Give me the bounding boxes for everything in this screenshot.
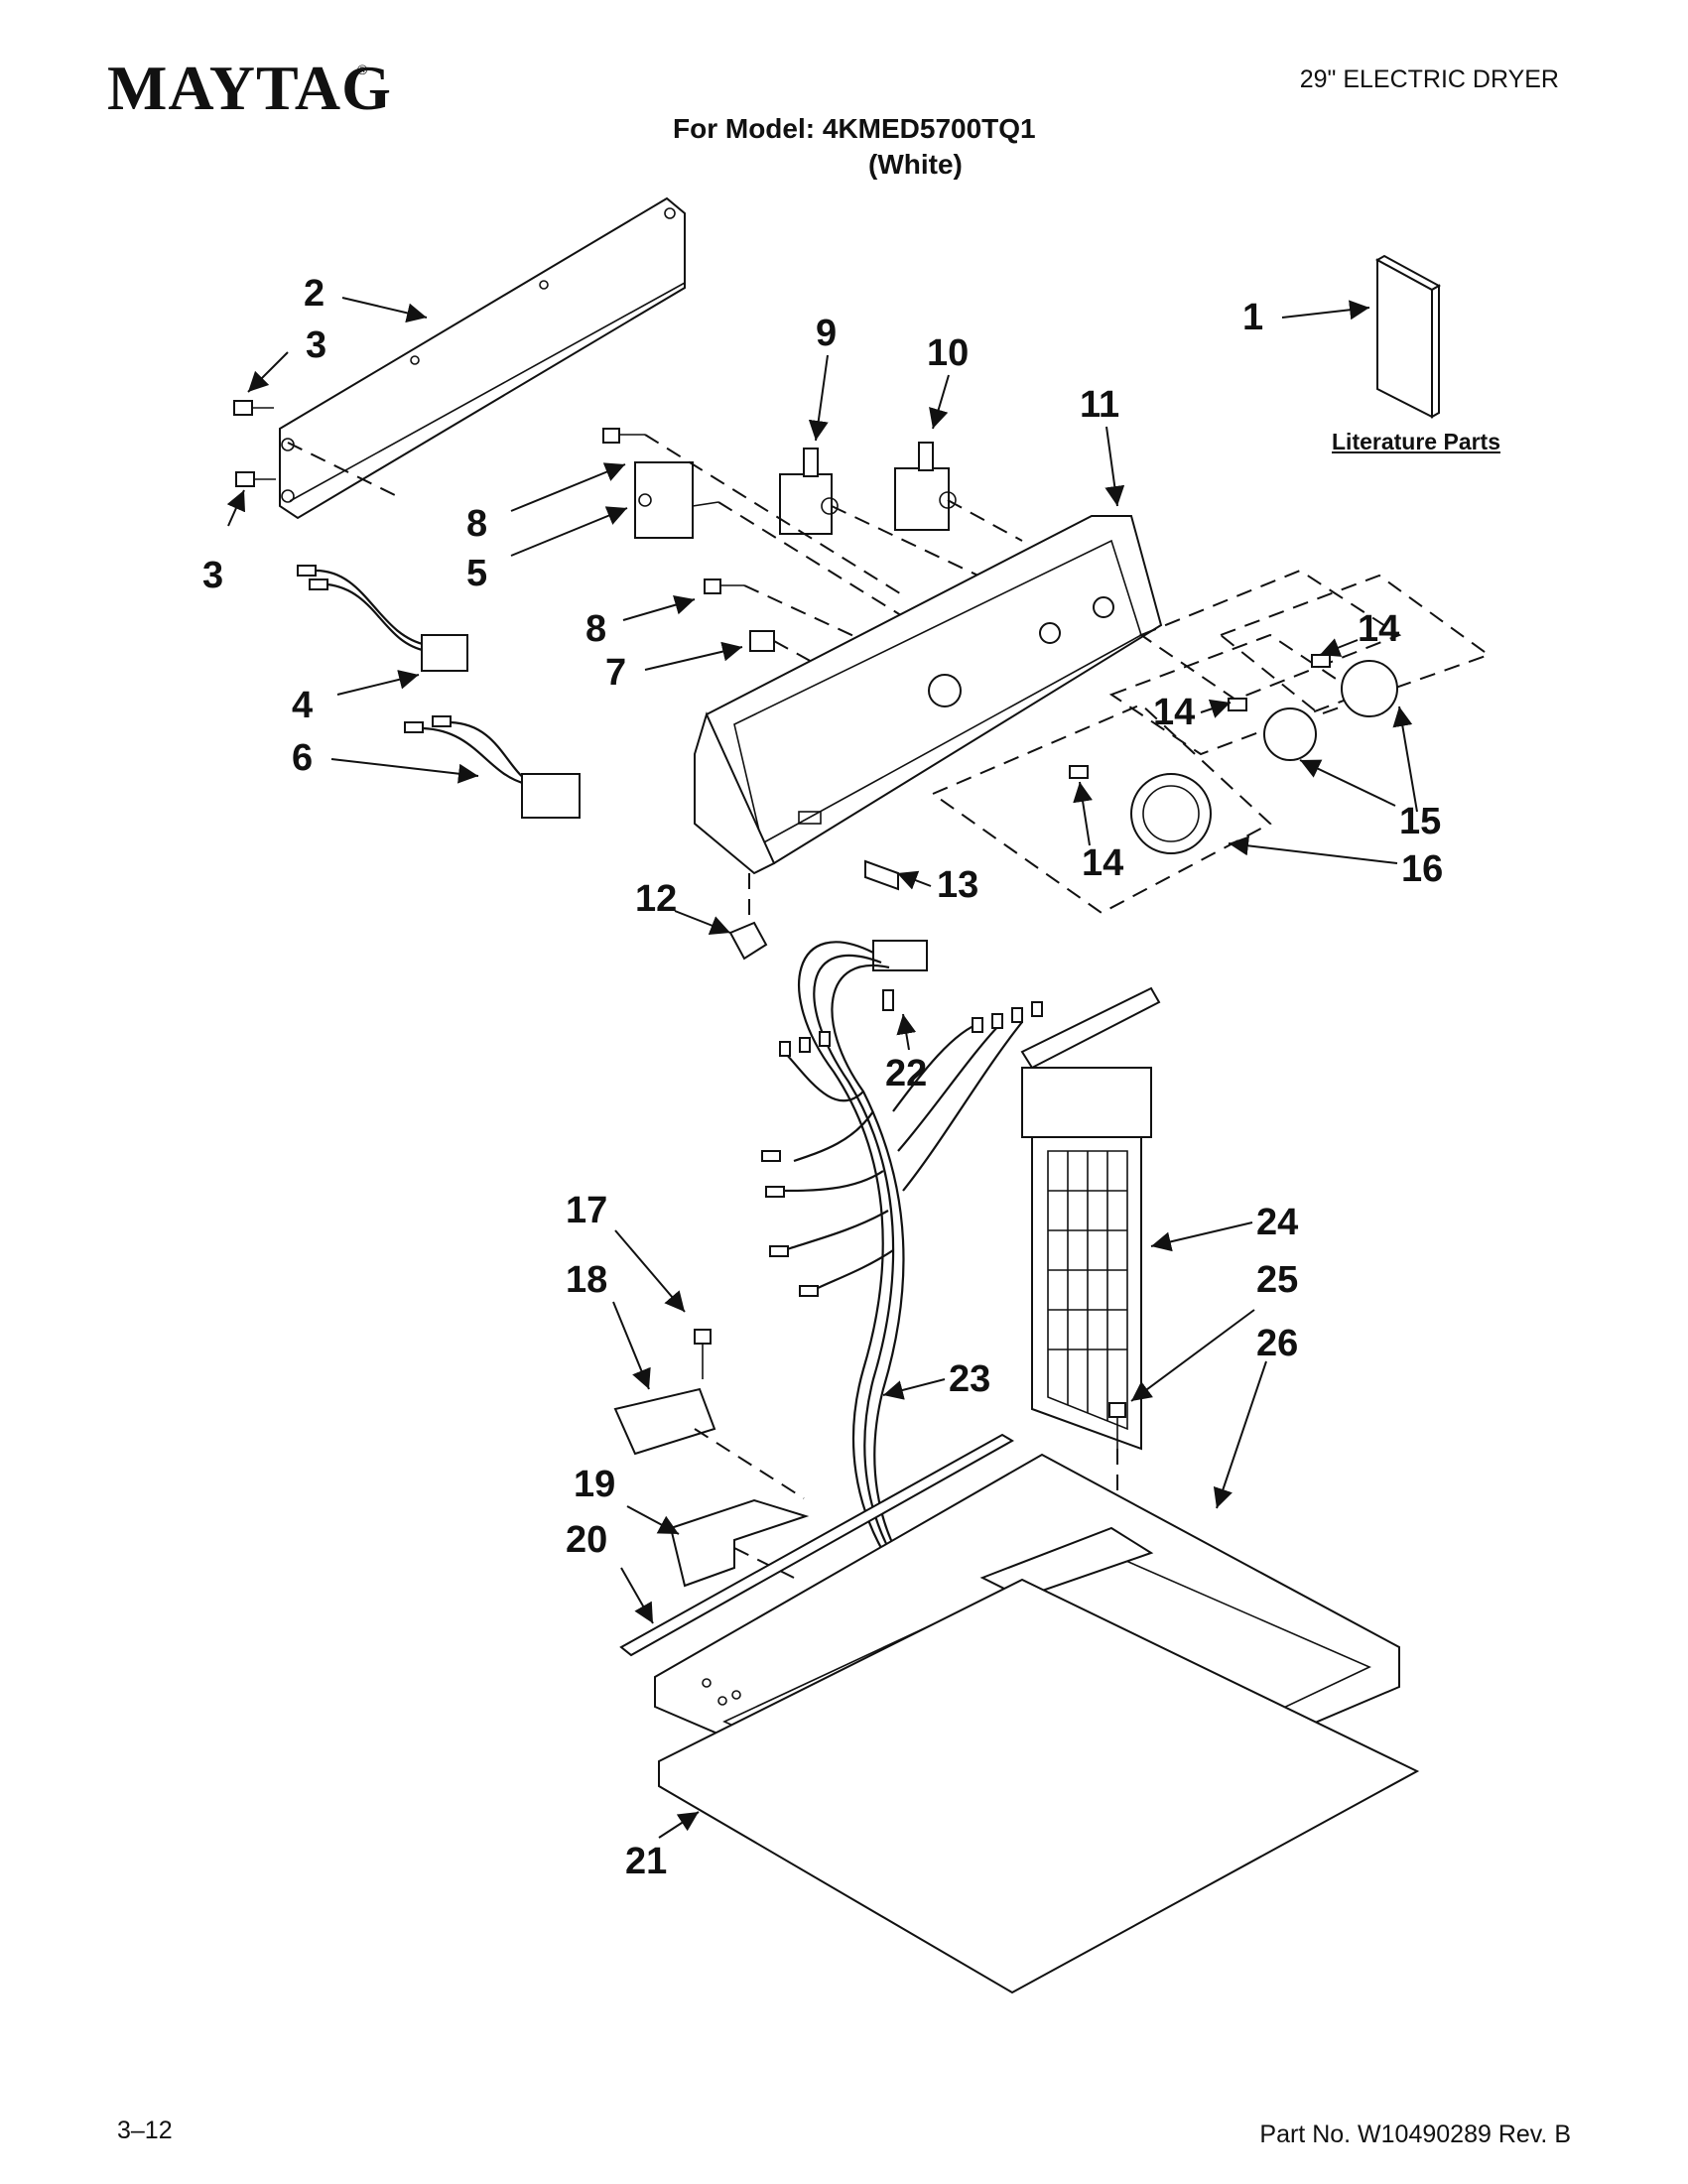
bracket-18 <box>613 1387 716 1456</box>
callout-19: 19 <box>574 1464 615 1505</box>
knob-small-left <box>1263 707 1317 761</box>
screw-3b <box>235 471 276 487</box>
color-line: (White) <box>868 149 963 180</box>
knob-small-right <box>1341 660 1398 717</box>
main-wire-harness <box>761 940 1043 1579</box>
guide-line <box>694 1428 805 1499</box>
lens <box>749 630 775 652</box>
wire-harness-4 <box>297 565 468 672</box>
callout-4: 4 <box>292 685 313 726</box>
screw-3a <box>233 400 274 416</box>
callout-9: 9 <box>816 313 837 354</box>
callout-18: 18 <box>566 1259 607 1301</box>
callout-leaders <box>226 297 1418 1839</box>
callout-14c: 14 <box>1082 842 1123 884</box>
callout-20: 20 <box>566 1519 607 1561</box>
callout-3a: 3 <box>306 324 326 366</box>
document-title: 29" ELECTRIC DRYER <box>1299 65 1559 93</box>
literature-parts-label: Literature Parts <box>1332 429 1501 454</box>
wire-harness-6 <box>404 715 581 819</box>
model-label <box>864 859 899 891</box>
callout-14b: 14 <box>1153 692 1195 733</box>
callout-7: 7 <box>605 652 626 694</box>
callout-2: 2 <box>304 273 325 315</box>
seal-strip-20 <box>619 1433 1014 1657</box>
guide-line <box>947 499 1023 542</box>
callout-21: 21 <box>625 1841 667 1882</box>
guide-line <box>743 584 874 646</box>
timer-switch <box>634 461 719 539</box>
control-console <box>694 515 1163 875</box>
page-number: 3–12 <box>117 2117 173 2144</box>
base-panel <box>658 1578 1420 1994</box>
switch-10 <box>894 442 957 531</box>
callout-13: 13 <box>937 864 978 906</box>
callout-22: 22 <box>885 1053 927 1094</box>
callout-15: 15 <box>1399 801 1441 842</box>
callout-26: 26 <box>1256 1323 1298 1364</box>
callout-24: 24 <box>1256 1202 1298 1243</box>
callout-25: 25 <box>1256 1259 1298 1301</box>
rear-panel-bracket <box>279 196 686 520</box>
callout-3b: 3 <box>202 555 223 596</box>
screw-8b <box>704 578 744 594</box>
guide-line <box>287 442 398 497</box>
callout-16: 16 <box>1401 848 1443 890</box>
guide-line <box>717 501 934 636</box>
callout-11: 11 <box>1080 384 1119 426</box>
shield-19 <box>669 1498 810 1588</box>
callout-23: 23 <box>949 1358 990 1400</box>
screw-8a <box>602 428 645 444</box>
registered-mark: ® <box>357 62 368 77</box>
callout-17: 17 <box>566 1190 607 1231</box>
callout-10: 10 <box>927 332 969 374</box>
screw-17 <box>694 1329 712 1379</box>
callout-8a: 8 <box>466 503 487 545</box>
switch-9 <box>779 448 839 535</box>
brand-logo: MAYTAG <box>107 53 392 123</box>
part-number: Part No. W10490289 Rev. B <box>1259 2120 1571 2148</box>
guide-line <box>773 640 815 664</box>
callout-6: 6 <box>292 737 313 779</box>
lint-screen-housing <box>1020 986 1161 1451</box>
wire-clip <box>728 921 768 961</box>
callout-8b: 8 <box>585 608 606 650</box>
callout-5: 5 <box>466 553 487 594</box>
callout-14a: 14 <box>1358 608 1399 650</box>
callout-12: 12 <box>635 878 677 920</box>
model-line: For Model: 4KMED5700TQ1 <box>673 113 1036 144</box>
screw-25 <box>1108 1402 1126 1449</box>
guide-line <box>733 1547 795 1579</box>
literature-book <box>1374 254 1442 419</box>
callout-1: 1 <box>1242 297 1263 338</box>
knob-assembly <box>930 569 1492 915</box>
